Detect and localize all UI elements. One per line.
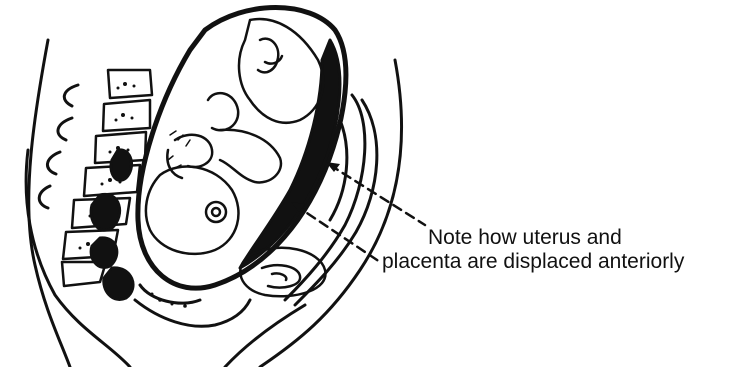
pelvic-floor: [135, 300, 250, 326]
annotation-line-1: Note how uterus and: [428, 226, 622, 250]
spinous-processes: [39, 85, 78, 208]
back-outline: [29, 40, 70, 367]
annotation-line-2: placenta are displaced anteriorly: [382, 250, 684, 274]
pelvic-texture: [151, 293, 187, 308]
leader-uterus: [330, 165, 425, 225]
